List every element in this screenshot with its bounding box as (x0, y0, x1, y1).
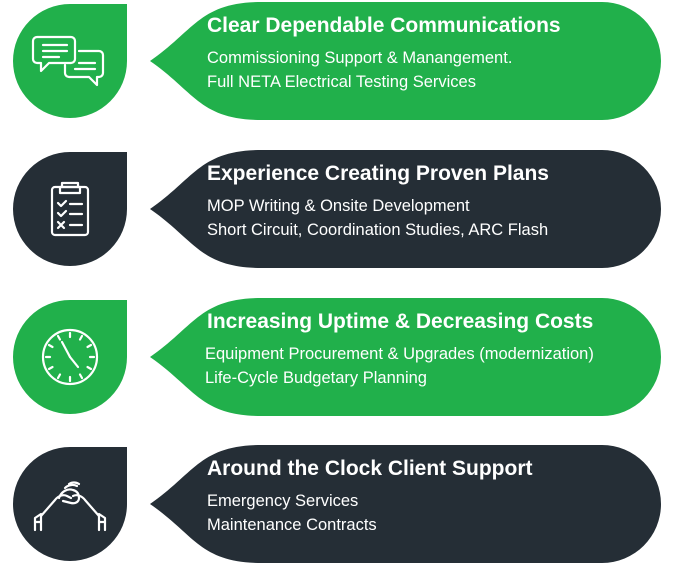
row-title: Clear Dependable Communications (207, 14, 561, 37)
chat-bubbles-icon (26, 26, 114, 96)
service-row-communications: Clear Dependable Communications Commissi… (0, 0, 674, 122)
row-title: Experience Creating Proven Plans (207, 162, 549, 185)
row-text: Experience Creating Proven Plans MOP Wri… (207, 160, 667, 242)
handshake-icon (26, 469, 114, 539)
row-text: Clear Dependable Communications Commissi… (207, 12, 667, 94)
row-detail-line: Commissioning Support & Manangement. (207, 49, 513, 67)
row-detail-line: MOP Writing & Onsite Development (207, 197, 470, 215)
row-detail-line: Life-Cycle Budgetary Planning (205, 369, 427, 387)
clock-icon (26, 322, 114, 392)
row-text: Increasing Uptime & Decreasing Costs Equ… (205, 308, 667, 390)
row-background-shape (13, 445, 661, 563)
row-detail-line: Maintenance Contracts (207, 516, 377, 534)
row-background-shape (13, 2, 661, 120)
clipboard-checklist-icon (26, 174, 114, 244)
row-detail-line: Equipment Procurement & Upgrades (modern… (205, 345, 594, 363)
row-title: Around the Clock Client Support (207, 457, 533, 480)
row-text: Around the Clock Client Support Emergenc… (207, 455, 667, 537)
row-title: Increasing Uptime & Decreasing Costs (207, 310, 594, 333)
service-row-support: Around the Clock Client Support Emergenc… (0, 443, 674, 565)
row-background-shape (13, 150, 661, 268)
row-background-shape (13, 298, 661, 416)
row-detail-line: Emergency Services (207, 492, 359, 510)
row-detail-line: Full NETA Electrical Testing Services (207, 73, 476, 91)
row-detail-line: Short Circuit, Coordination Studies, ARC… (207, 221, 549, 239)
service-row-uptime: Increasing Uptime & Decreasing Costs Equ… (0, 296, 674, 418)
service-row-plans: Experience Creating Proven Plans MOP Wri… (0, 148, 674, 270)
